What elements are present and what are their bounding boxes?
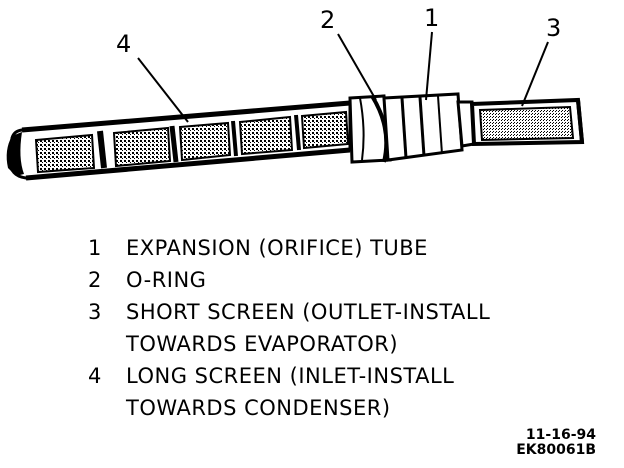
figure-code: EK80061B bbox=[516, 442, 596, 458]
callout-2: 2 bbox=[320, 6, 336, 34]
legend-text: O-RING bbox=[126, 268, 207, 292]
figure-id: 11-16-94 EK80061B bbox=[516, 428, 596, 458]
legend-item-3-continued: TOWARDS EVAPORATOR) bbox=[88, 328, 528, 360]
legend-item-4: 4 LONG SCREEN (INLET-INSTALL bbox=[88, 360, 528, 392]
legend-number: 2 bbox=[88, 268, 102, 292]
legend-item-4-continued: TOWARDS CONDENSER) bbox=[88, 392, 528, 424]
legend-text: TOWARDS EVAPORATOR) bbox=[126, 332, 399, 356]
legend-text: TOWARDS CONDENSER) bbox=[126, 396, 391, 420]
leader-line-2 bbox=[337, 33, 377, 101]
callout-4: 4 bbox=[116, 30, 132, 58]
legend-number: 1 bbox=[88, 236, 102, 260]
legend: 1 EXPANSION (ORIFICE) TUBE 2 O-RING 3 SH… bbox=[88, 232, 528, 424]
legend-item-2: 2 O-RING bbox=[88, 264, 528, 296]
legend-item-3: 3 SHORT SCREEN (OUTLET-INSTALL bbox=[88, 296, 528, 328]
callout-1: 1 bbox=[424, 4, 440, 32]
long-screen bbox=[6, 100, 352, 181]
leader-line-1 bbox=[425, 31, 433, 101]
o-ring bbox=[348, 94, 392, 164]
legend-number: 3 bbox=[88, 300, 102, 324]
legend-text: SHORT SCREEN (OUTLET-INSTALL bbox=[126, 300, 491, 324]
legend-number: 4 bbox=[88, 364, 102, 388]
legend-item-1: 1 EXPANSION (ORIFICE) TUBE bbox=[88, 232, 528, 264]
legend-text: LONG SCREEN (INLET-INSTALL bbox=[126, 364, 455, 388]
leader-line-3 bbox=[521, 41, 549, 107]
expansion-tube-body bbox=[382, 92, 476, 162]
figure-date: 11-16-94 bbox=[525, 427, 596, 443]
short-screen bbox=[469, 97, 585, 147]
expansion-tube-illustration bbox=[6, 31, 585, 181]
callout-3: 3 bbox=[546, 14, 562, 42]
leader-line-4 bbox=[137, 57, 189, 123]
legend-text: EXPANSION (ORIFICE) TUBE bbox=[126, 236, 428, 260]
